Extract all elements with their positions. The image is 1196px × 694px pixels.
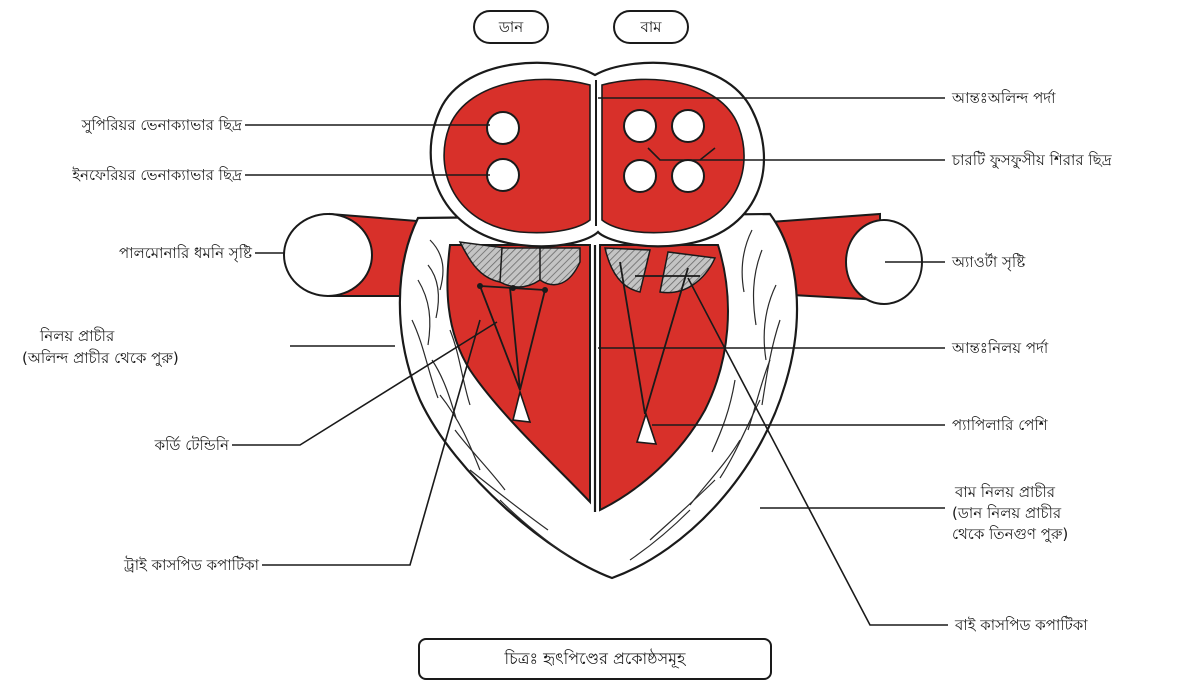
figure-caption: চিত্রঃ হৃৎপিণ্ডের প্রকোষ্ঠসমূহ bbox=[418, 638, 772, 680]
label-chordae-tendineae: কর্ডি টেন্ডিনি bbox=[155, 435, 229, 455]
label-ventricle-wall-note: (অলিন্দ প্রাচীর থেকে পুরু) bbox=[22, 348, 179, 368]
label-superior-vena-cava: সুপিরিয়র ভেনাক্যাভার ছিদ্র bbox=[82, 115, 242, 135]
label-left-ventricle-wall: বাম নিলয় প্রাচীর bbox=[955, 482, 1055, 502]
label-pulmonary-artery: পালমোনারি ধমনি সৃষ্টি bbox=[119, 243, 252, 263]
label-aorta: অ্যাওর্টা সৃষ্টি bbox=[952, 252, 1025, 272]
label-pulmonary-veins: চারটি ফুসফুসীয় শিরার ছিদ্র bbox=[952, 150, 1112, 170]
label-papillary-muscle: প্যাপিলারি পেশি bbox=[952, 415, 1048, 435]
label-left-ventricle-wall-note-1: (ডান নিলয় প্রাচীর bbox=[952, 503, 1061, 523]
label-interventricular-septum: আন্তঃনিলয় পর্দা bbox=[952, 338, 1048, 358]
right-side-label: ডান bbox=[473, 10, 549, 44]
label-bicuspid-valve: বাই কাসপিড কপাটিকা bbox=[955, 615, 1088, 635]
label-inferior-vena-cava: ইনফেরিয়র ভেনাক্যাভার ছিদ্র bbox=[72, 165, 242, 185]
label-left-ventricle-wall-note-2: থেকে তিনগুণ পুরু) bbox=[952, 524, 1068, 544]
left-atrium bbox=[602, 79, 744, 232]
label-tricuspid-valve: ট্রাই কাসপিড কপাটিকা bbox=[124, 555, 259, 575]
label-ventricle-wall: নিলয় প্রাচীর bbox=[40, 326, 114, 346]
left-side-label: বাম bbox=[613, 10, 689, 44]
label-interatrial-septum: আন্তঃঅলিন্দ পর্দা bbox=[952, 88, 1056, 108]
